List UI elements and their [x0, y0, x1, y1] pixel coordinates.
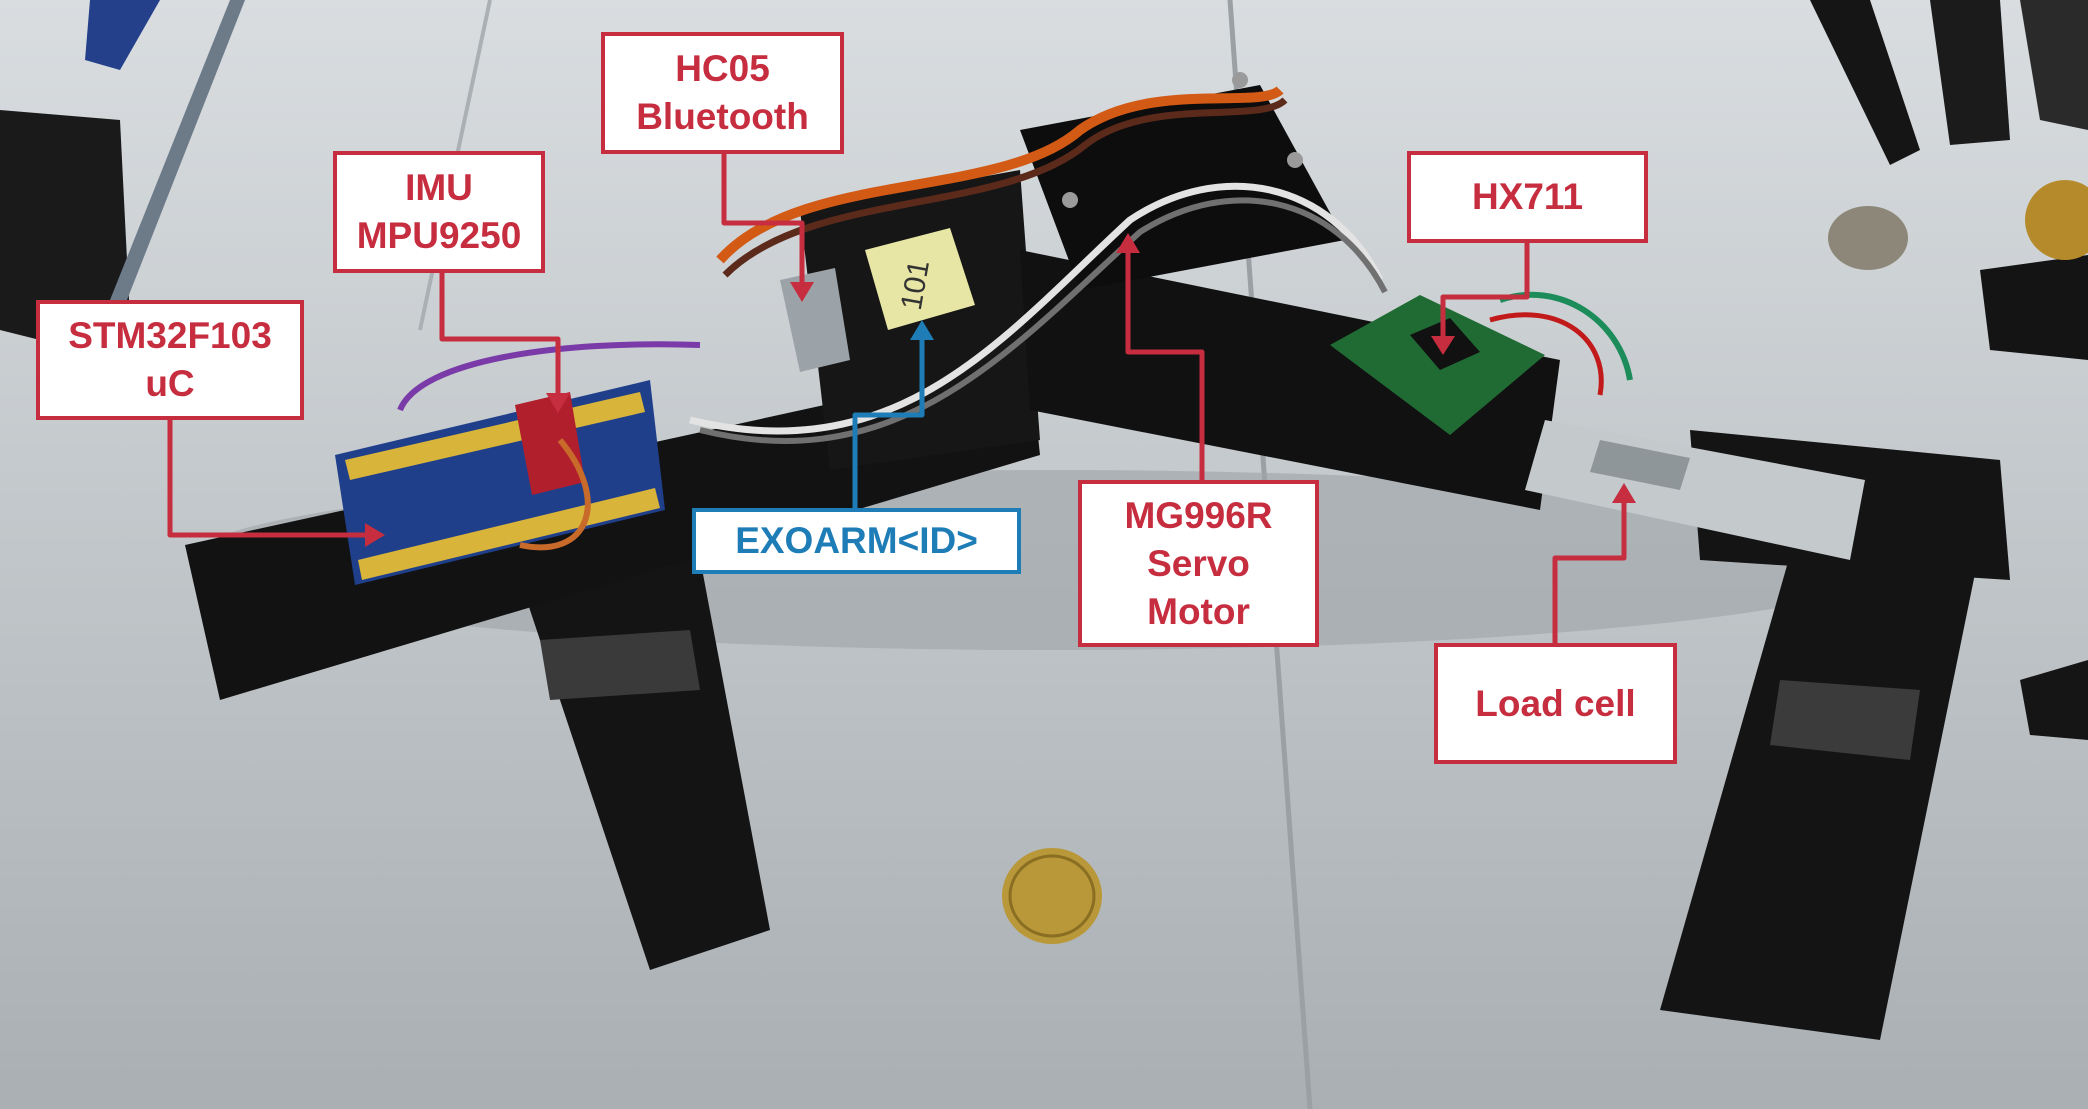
label-imu-line1: IMU: [405, 167, 473, 208]
label-stm32-line1: STM32F103: [68, 315, 272, 356]
wire-orange-loop: [519, 438, 591, 551]
clutter-right: [2020, 660, 2088, 740]
screw: [1062, 192, 1078, 208]
label-stm32-line2: uC: [145, 363, 195, 404]
label-hc05-bluetooth: HC05 Bluetooth: [601, 32, 844, 154]
label-mg996r-servo-motor: MG996R Servo Motor: [1078, 480, 1319, 647]
label-servo-line3: Motor: [1147, 590, 1250, 632]
label-imu-line2: MPU9250: [356, 215, 522, 256]
clutter-top-left: [0, 110, 130, 340]
stm32-board: [335, 380, 665, 585]
clutter-top-right: [1810, 0, 1920, 165]
clutter-top-right: [2020, 0, 2088, 130]
label-loadcell-line1: Load cell: [1475, 682, 1636, 724]
left-arm-bar: [185, 360, 1040, 700]
imu-board: [515, 392, 585, 495]
clutter-right: [1980, 255, 2088, 360]
label-servo-line2: Servo: [1147, 542, 1250, 584]
servo-wire-brown: [722, 97, 1288, 278]
label-stm32f103-uc: STM32F103 uC: [36, 300, 304, 420]
coin-right: [2025, 180, 2088, 260]
id-sticker: [865, 228, 975, 330]
clutter-top-right: [1930, 0, 2010, 145]
screw: [1287, 152, 1303, 168]
right-leg-texture: [1770, 680, 1920, 760]
label-imu-mpu9250: IMU MPU9250: [333, 151, 545, 273]
load-cell-slot: [1590, 440, 1690, 490]
coin: [1002, 848, 1102, 944]
label-hx711: HX711: [1407, 151, 1648, 243]
label-hc05-line1: HC05: [675, 48, 770, 89]
right-leg: [1660, 500, 1990, 1040]
screw: [1232, 72, 1248, 88]
label-servo-line1: MG996R: [1124, 494, 1273, 536]
label-load-cell: Load cell: [1434, 643, 1677, 764]
signal-wire-white: [689, 182, 1384, 435]
servo-wire-orange: [716, 85, 1284, 264]
left-leg: [500, 505, 770, 970]
label-hx711-line1: HX711: [1471, 176, 1584, 217]
signal-wire-gray: [699, 197, 1388, 444]
clutter-top-left: [85, 0, 160, 70]
label-exoarm-id: EXOARM<ID>: [692, 508, 1021, 574]
left-leg-texture: [540, 630, 700, 700]
pen: [110, 0, 245, 305]
coin-right: [1828, 206, 1908, 270]
label-hc05-line2: Bluetooth: [636, 96, 809, 137]
coin-rim: [1008, 854, 1096, 938]
label-exoarm-line1: EXOARM<ID>: [735, 520, 978, 561]
